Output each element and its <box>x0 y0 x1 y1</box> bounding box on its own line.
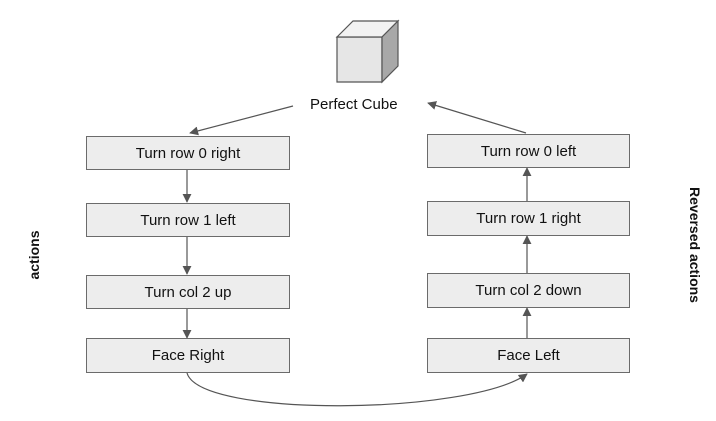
reversed-actions-side-label: Reversed actions <box>687 187 703 303</box>
perfect-cube-label: Perfect Cube <box>310 96 398 113</box>
arrow-reversed-to-cube <box>427 101 527 134</box>
cube-icon <box>335 19 400 84</box>
reversed-action-box-4: Face Left <box>427 338 630 373</box>
action-box-1: Turn row 0 right <box>86 136 290 170</box>
reversed-action-box-3: Turn col 2 down <box>427 273 630 308</box>
arrow-cube-to-actions <box>189 105 294 136</box>
arrow-face-right-to-face-left <box>186 372 528 407</box>
action-box-4: Face Right <box>86 338 290 373</box>
action-box-3: Turn col 2 up <box>86 275 290 309</box>
actions-side-label: actions <box>26 230 42 280</box>
reversed-action-box-1: Turn row 0 left <box>427 134 630 168</box>
action-box-2: Turn row 1 left <box>86 203 290 237</box>
reversed-action-box-2: Turn row 1 right <box>427 201 630 236</box>
